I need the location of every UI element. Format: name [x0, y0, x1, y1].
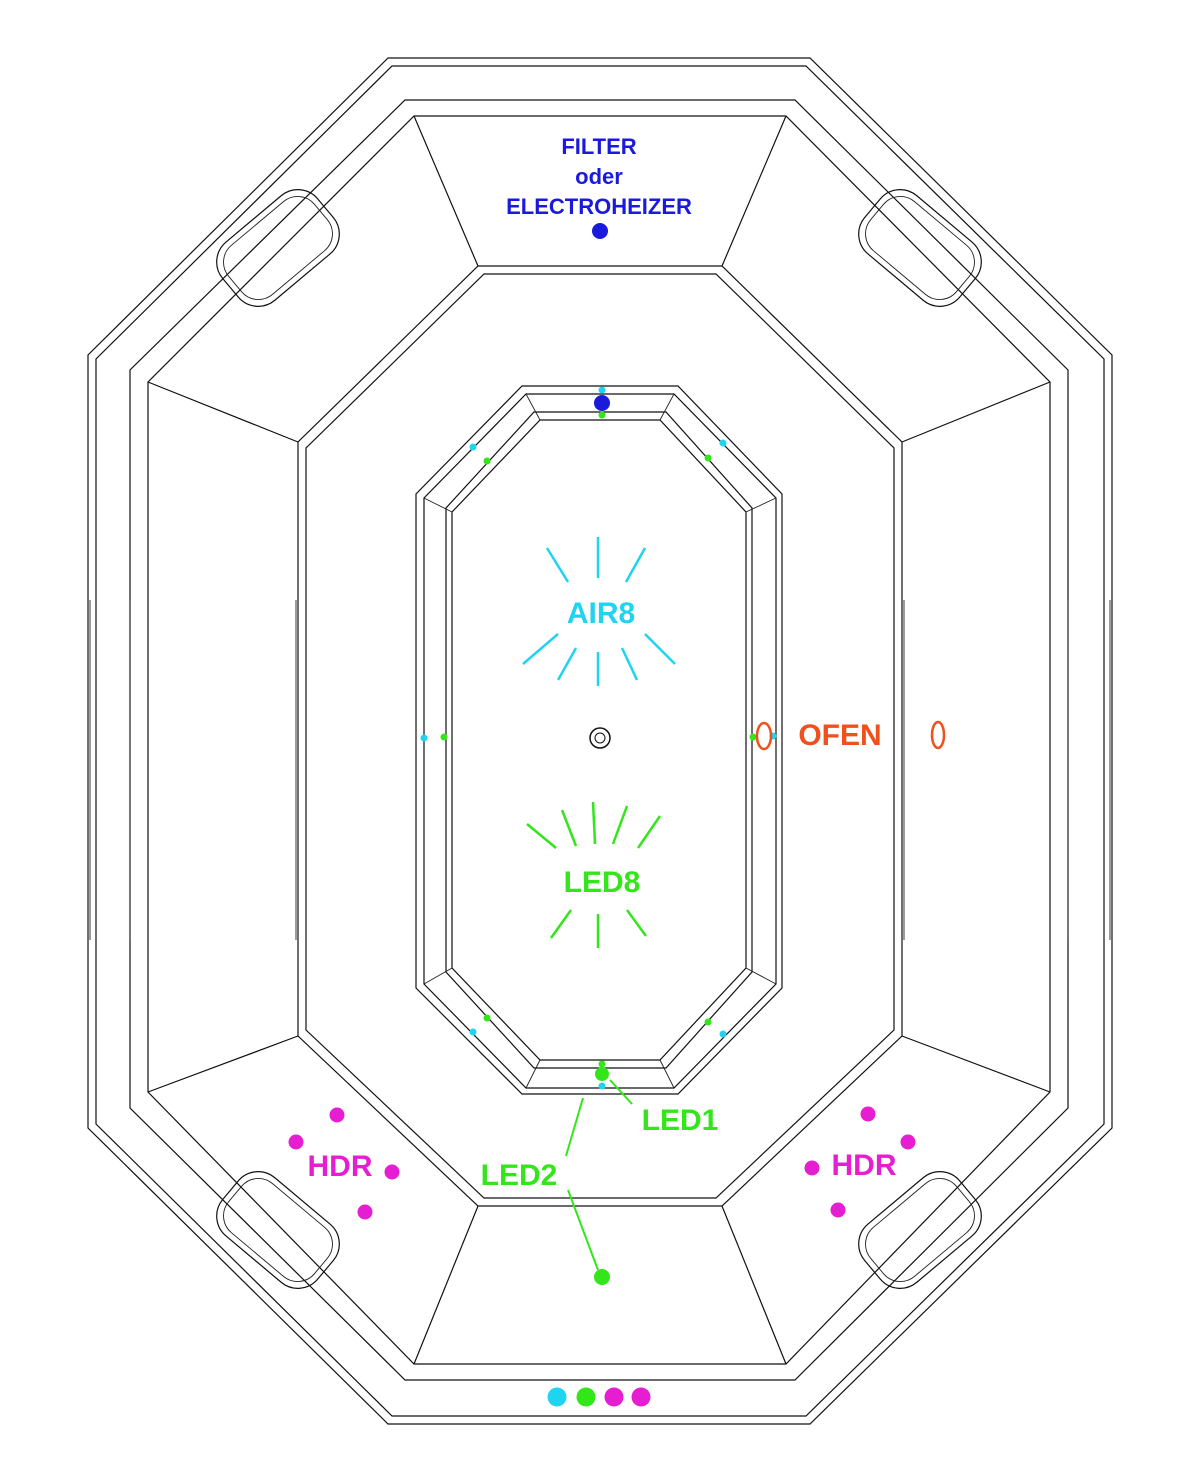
filter-label-line3: ELECTROHEIZER — [506, 194, 692, 219]
filter-label-line1: FILTER — [561, 134, 636, 159]
led-nozzles — [440, 411, 757, 1068]
led2-leader-upper — [565, 1097, 584, 1157]
led1-marker — [595, 1067, 609, 1081]
seat-rim — [129, 99, 1069, 1381]
led-rays — [526, 801, 662, 948]
hdr-right-label: HDR — [832, 1149, 897, 1182]
filter-label-line2: oder — [575, 164, 623, 189]
headrest-pillow-icon — [216, 189, 982, 1289]
inner-platform — [415, 385, 783, 1095]
led1-leader — [609, 1079, 633, 1105]
air-nozzles — [420, 386, 777, 1090]
hdr-right-jets — [804, 1106, 916, 1218]
floor-well — [89, 115, 1111, 1365]
filter-inlet-marker — [594, 395, 610, 411]
control-dot-hdr-2 — [631, 1387, 651, 1407]
drain-icon — [589, 727, 611, 749]
hdr-left-label: HDR — [308, 1150, 373, 1183]
filter-marker — [592, 223, 608, 239]
ofen-left-marker — [755, 721, 773, 751]
control-panel-dots — [547, 1387, 651, 1407]
air-rays — [522, 537, 676, 686]
control-dot-air — [547, 1387, 567, 1407]
led2-label: LED2 — [481, 1159, 558, 1192]
control-dot-led — [576, 1387, 596, 1407]
outer-shell — [87, 57, 1113, 1425]
led8-label: LED8 — [564, 866, 641, 899]
ofen-label: OFEN — [798, 719, 881, 752]
led2-marker — [594, 1269, 610, 1285]
led1-label: LED1 — [642, 1104, 719, 1137]
hdr-left-jets — [288, 1107, 400, 1220]
led2-leader-lower — [567, 1189, 599, 1271]
control-dot-hdr-1 — [604, 1387, 624, 1407]
air-label: AIR8 — [567, 597, 635, 630]
ofen-right-marker — [930, 720, 946, 750]
